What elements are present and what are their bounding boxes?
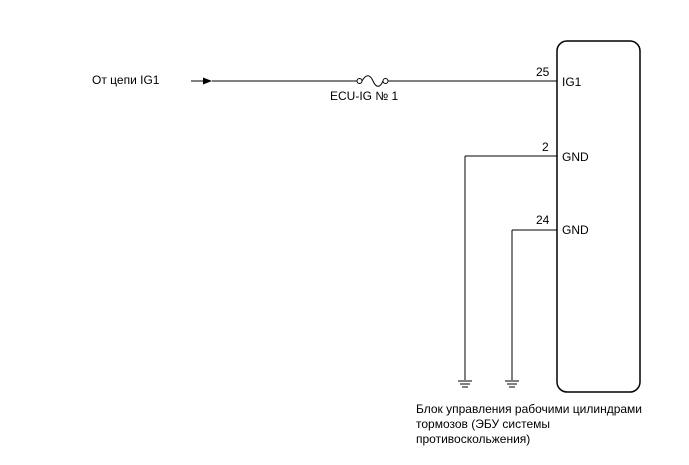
ecu-caption-line-3: противоскольжения) <box>416 432 530 446</box>
pin-24-name: GND <box>562 223 589 237</box>
ecu-caption-line-1: Блок управления рабочими цилиндрами <box>416 402 642 416</box>
fuse-icon <box>356 75 389 87</box>
ground-icon <box>458 380 472 388</box>
pin-24-number: 24 <box>536 213 550 227</box>
pin-2-name: GND <box>562 150 589 164</box>
pin-2-number: 2 <box>542 140 549 154</box>
pin-25-name: IG1 <box>562 75 582 89</box>
ecu-box <box>556 40 641 393</box>
pin-25-number: 25 <box>536 65 550 79</box>
source-label: От цепи IG1 <box>92 73 160 87</box>
arrow-right-icon <box>191 77 212 85</box>
ecu-caption-line-2: тормозов (ЭБУ системы <box>416 417 550 431</box>
fuse-label: ECU-IG № 1 <box>330 89 399 103</box>
ground-icon <box>505 380 519 388</box>
